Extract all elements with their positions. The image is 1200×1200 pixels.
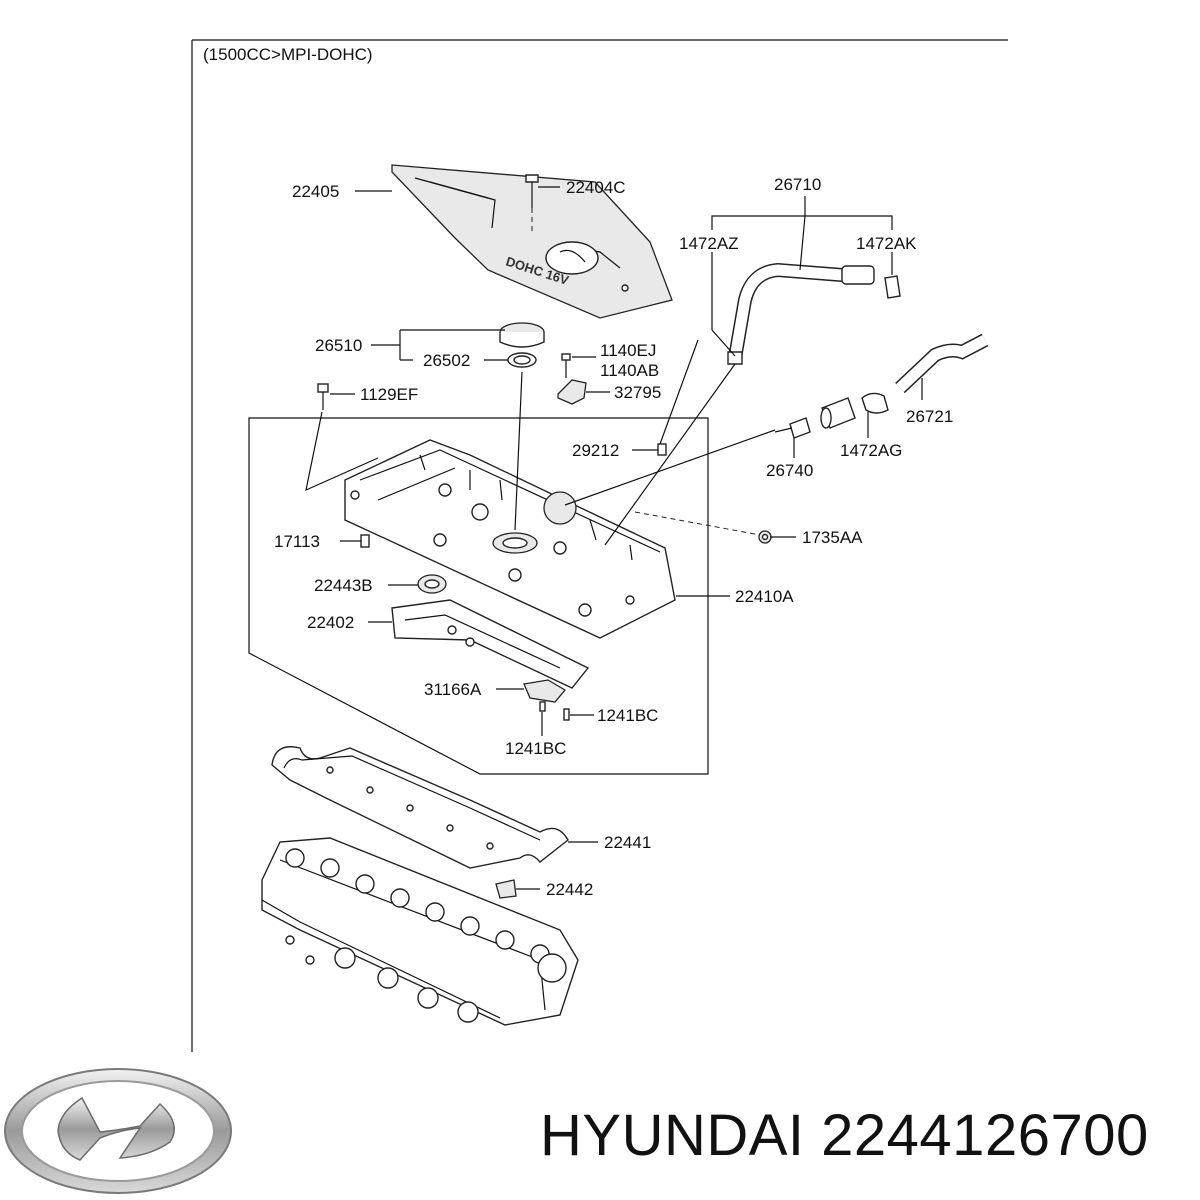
guide-line-1735aa [634,511,761,536]
nut-1735aa [758,530,772,544]
label-17113: 17113 [274,532,320,551]
plug-22442 [495,879,517,899]
label-29212: 29212 [572,441,619,460]
label-26740: 26740 [766,461,813,480]
label-1140ej: 1140EJ [600,341,656,360]
guide-line-29212 [659,339,699,445]
pcv-connector-26740 [774,417,811,439]
bolt-1241bc-b [563,708,570,721]
rocker-cover-part [344,439,676,639]
head-gasket-part [271,746,569,869]
label-1241bc-bottom: 1241BC [505,739,566,758]
label-22442: 22442 [546,880,593,899]
bolt-1241bc-a [539,701,546,712]
hyundai-logo [4,1068,232,1194]
gasket-22402 [391,599,590,689]
hose-1472ag-part [820,397,856,429]
plug-29212 [657,443,667,456]
guide-line-connector [564,429,776,506]
label-26721: 26721 [906,407,953,426]
brand-name: HYUNDAI [540,1103,805,1168]
bolt-1129ef [317,383,329,410]
cap-17113 [360,534,370,548]
label-22443b: 22443B [314,576,373,595]
guide-line-hose [604,363,736,546]
label-1735aa: 1735AA [802,528,863,547]
baffle-31166a [523,679,566,703]
label-22405: 22405 [292,182,339,201]
guide-line-1129ef [305,411,379,492]
guide-line-cap [514,371,523,531]
label-31166a: 31166A [424,680,482,699]
brand-part-number-title: HYUNDAI 2244126700 [540,1102,1149,1169]
label-22441: 22441 [604,833,651,852]
hose-26721-part [861,333,989,414]
label-1472ak: 1472AK [856,234,917,253]
label-32795: 32795 [614,383,661,402]
label-1241bc-right: 1241BC [597,706,658,725]
label-1472az: 1472AZ [679,234,739,253]
bolt-22404c [525,174,539,232]
label-1472ag: 1472AG [840,441,902,460]
oil-filler-cap-part [499,322,545,368]
label-22404c: 22404C [566,178,626,197]
label-1129ef: 1129EF [360,385,418,404]
seal-22443b [417,574,447,594]
leader-lines [330,186,923,890]
label-22410a: 22410A [735,587,794,606]
breather-hose-part [727,262,901,365]
label-26502: 26502 [423,351,470,370]
bolt-1140ej [561,353,571,378]
label-26710: 26710 [774,175,821,194]
engine-cover-part: DOHC 16V [391,164,673,319]
label-1140ab: 1140AB [600,361,659,380]
cylinder-head-part [261,837,579,1026]
label-26510: 26510 [315,336,362,355]
rocker-cover-assembly-box [248,417,709,775]
bracket-32795 [557,379,587,405]
engine-spec-header: (1500CC>MPI-DOHC) [203,45,373,64]
part-number: 2244126700 [821,1103,1149,1168]
label-22402: 22402 [307,613,354,632]
